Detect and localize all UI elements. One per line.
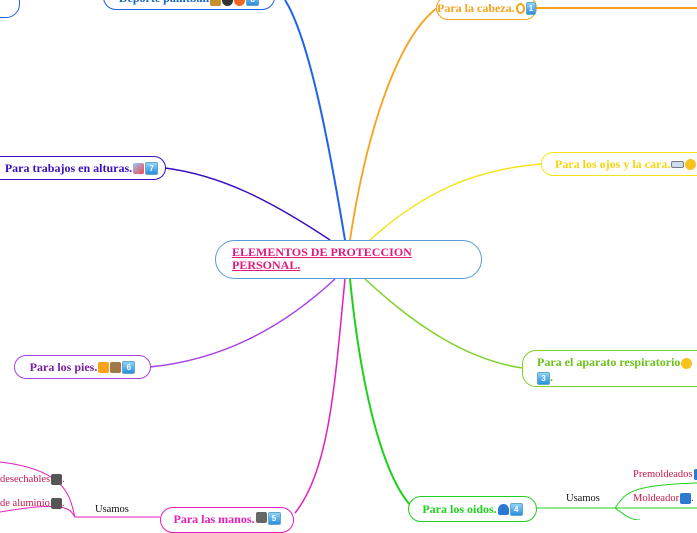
gloves-icon — [51, 498, 62, 509]
gloves-icon — [51, 474, 62, 485]
branch-label: Para la cabeza. — [437, 1, 515, 16]
branch-pies[interactable]: Para los pies. 6 — [14, 355, 151, 379]
chart-icon — [133, 163, 144, 174]
branch-ojos[interactable]: Para los ojos y la cara. 2 — [541, 152, 697, 176]
boot-icon — [98, 362, 109, 373]
item-label: Moldeador — [633, 493, 679, 504]
branch-oidos[interactable]: Para los oidos. 4 — [408, 496, 537, 522]
branch-label: Para el aparato respiratorio — [537, 355, 680, 369]
basketball-icon — [234, 0, 245, 6]
cabeza-subtopic[interactable]: Usamos elementos co... — [596, 0, 691, 3]
gloves-icon — [256, 512, 267, 523]
manos-item-desechables[interactable]: desechables. — [0, 474, 65, 485]
headphones-icon — [680, 493, 691, 504]
number-icon: 8 — [246, 0, 259, 6]
helmet-icon — [516, 3, 525, 14]
number-icon: 6 — [122, 361, 135, 374]
manos-item-aluminio[interactable]: de aluminio. — [0, 498, 65, 509]
headphones-icon — [694, 469, 697, 480]
oidos-item-moldeador[interactable]: Moldeador. — [633, 493, 694, 504]
item-label: Premoldeados — [633, 469, 693, 480]
shoe-icon — [110, 362, 121, 373]
branch-label: Para los pies. — [30, 360, 98, 375]
trophy-icon — [210, 0, 221, 6]
branch-cabeza[interactable]: Para la cabeza. 1 — [436, 0, 537, 20]
branch-manos[interactable]: Para las manos. 5 — [160, 507, 294, 533]
branch-label: Para los ojos y la cara. — [555, 157, 670, 172]
branch-label: Para los oidos. — [422, 502, 496, 517]
branch-label-end: . — [550, 370, 553, 384]
branch-alturas[interactable]: Para trabajos en alturas. 7 — [0, 156, 166, 180]
ball-icon — [222, 0, 233, 6]
face-icon — [685, 159, 696, 170]
number-icon: 7 — [145, 162, 158, 175]
branch-label: Para trabajos en alturas. — [5, 161, 132, 176]
number-icon: 1 — [526, 2, 536, 15]
number-icon: 5 — [268, 512, 281, 525]
goggles-icon — [671, 161, 684, 168]
item-label: de aluminio — [0, 498, 50, 509]
headphones-icon — [498, 504, 509, 515]
branch-respiratorio[interactable]: Para el aparato respiratorio 3. — [522, 350, 697, 387]
central-topic[interactable]: ELEMENTOS DE PROTECCION PERSONAL. — [215, 240, 482, 279]
number-icon: 3 — [537, 372, 550, 385]
mask-face-icon — [681, 358, 692, 369]
oidos-item-premoldeados[interactable]: Premoldeados — [633, 469, 697, 480]
number-icon: 4 — [510, 503, 523, 516]
oidos-connector: Usamos — [566, 493, 600, 504]
item-label: desechables — [0, 474, 50, 485]
branch-label: Deporte paintball — [119, 0, 209, 6]
central-title-line2: PERSONAL. — [232, 259, 465, 272]
branch-deporte[interactable]: Deporte paintball 8 — [103, 0, 275, 10]
manos-connector: Usamos — [95, 504, 129, 515]
